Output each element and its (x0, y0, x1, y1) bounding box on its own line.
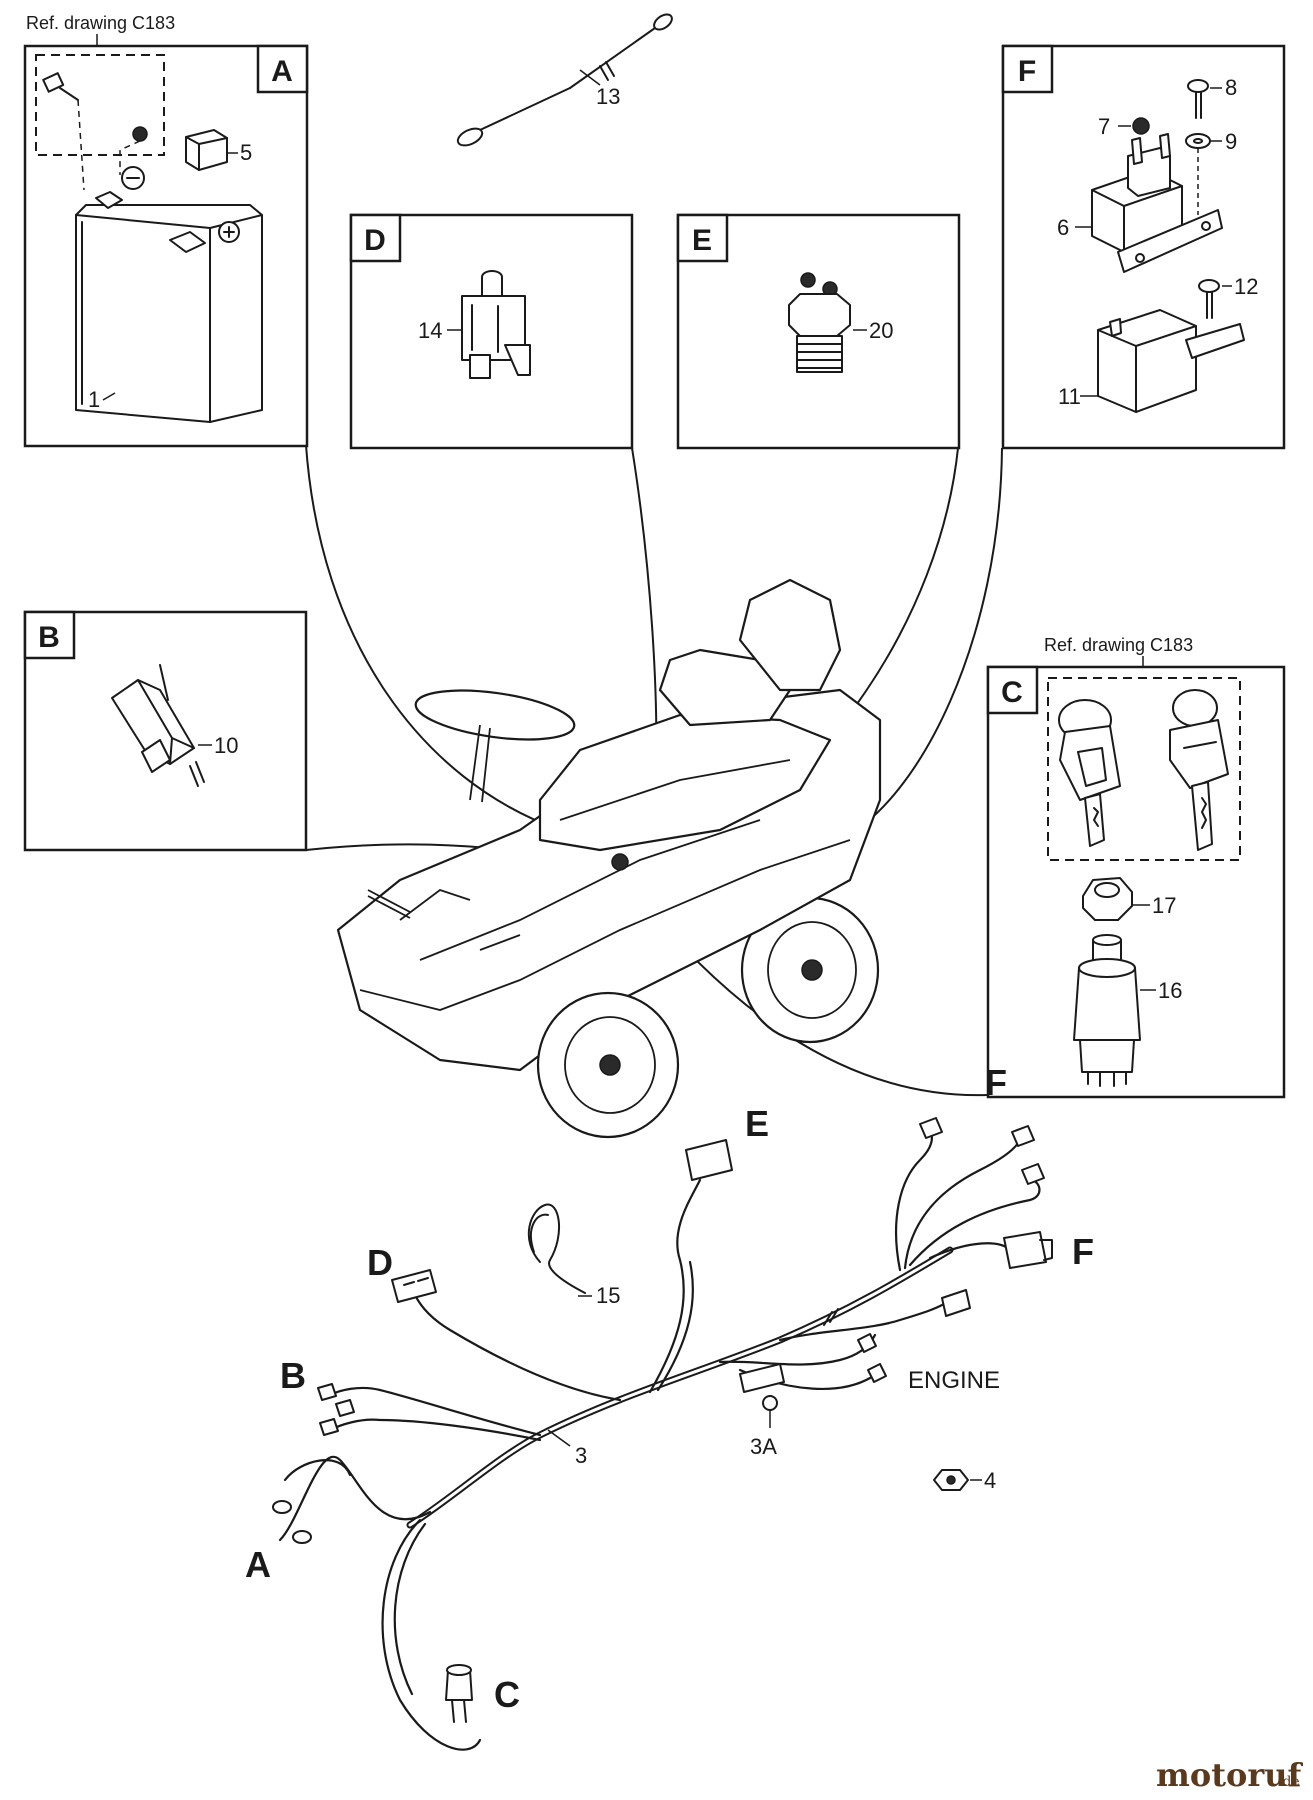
panel-e-letter-box (676, 213, 729, 263)
panel-b: B 10 (23, 610, 308, 852)
watermark-brand: motoruf (1156, 1756, 1303, 1794)
engine-label: ENGINE (908, 1367, 1000, 1394)
nut-4-icon (933, 1469, 969, 1491)
part-number-14: 14 (418, 318, 442, 343)
ring-terminal-a2-icon (292, 1530, 312, 1544)
part-number-16: 16 (1158, 978, 1182, 1003)
battery-bolt-icon (42, 72, 79, 101)
panel-c-dashed-group (1047, 677, 1241, 861)
callout-line-a (305, 444, 561, 831)
harness-label-e: E (745, 1103, 769, 1144)
panel-c-letter-box (986, 665, 1039, 715)
harness-switch-c-icon (445, 1664, 473, 1723)
wiring-harness: 3 3A A B C D E F F ENGINE (245, 1062, 1094, 1751)
panel-d-letter: D (364, 224, 386, 257)
part-number-9: 9 (1225, 129, 1237, 154)
panel-f: F 8 7 9 6 (1001, 44, 1286, 450)
part-number-12: 12 (1234, 274, 1258, 299)
panel-d-letter-box (349, 213, 402, 263)
harness-label-f-side: F (1072, 1231, 1094, 1272)
harness-number-3a: 3A (750, 1434, 777, 1459)
seat-switch-icon (461, 270, 531, 379)
part-number-8: 8 (1225, 75, 1237, 100)
screw-12-icon (1198, 279, 1220, 319)
part-number-13: 13 (596, 84, 620, 109)
part-number-15: 15 (596, 1283, 620, 1308)
panel-a-letter: A (271, 55, 293, 88)
harness-label-f-top: F (985, 1062, 1007, 1103)
ground-cable-13: 13 (456, 13, 673, 147)
battery-nut-icon (132, 126, 148, 142)
ignition-key-icon (1058, 699, 1121, 847)
panel-e-letter: E (692, 224, 712, 257)
part-number-1: 1 (88, 387, 100, 412)
harness-label-d: D (367, 1242, 393, 1283)
nut-7-icon (1132, 117, 1150, 135)
panel-f-letter: F (1018, 55, 1036, 88)
part-number-10: 10 (214, 733, 238, 758)
relay-icon (1097, 309, 1245, 413)
panel-c-ref-label: Ref. drawing C183 (1044, 635, 1193, 655)
part-number-20: 20 (869, 318, 893, 343)
panel-f-letter-box (1001, 44, 1054, 94)
watermark-suffix: .de (1278, 1774, 1300, 1790)
washer-9-icon (1185, 133, 1211, 149)
panel-e: E 20 (676, 213, 961, 450)
harness-number-3: 3 (575, 1443, 587, 1468)
harness-connector-d-icon (391, 1269, 437, 1303)
part-number-7: 7 (1098, 114, 1110, 139)
panel-d: D 14 (349, 213, 634, 450)
panel-b-letter-box (23, 610, 76, 660)
terminal-cover-icon (185, 129, 228, 171)
starter-solenoid-icon (1091, 133, 1223, 273)
panel-b-letter: B (38, 621, 60, 654)
panel-c-letter: C (1001, 676, 1023, 709)
riding-mower-illustration (336, 578, 882, 1139)
nut-17-icon (1082, 877, 1133, 921)
panel-a-ref-label: Ref. drawing C183 (26, 13, 175, 33)
harness-label-c: C (494, 1674, 520, 1715)
battery-icon (75, 166, 263, 423)
ignition-switch-icon (1073, 934, 1141, 1087)
panel-a-letter-box (256, 44, 309, 94)
cable-tie-icon (527, 1203, 586, 1294)
panel-a: Ref. drawing C183 A 5 (23, 13, 309, 448)
harness-label-b: B (280, 1355, 306, 1396)
panel-c: Ref. drawing C183 C 17 (986, 635, 1286, 1099)
harness-connector-f-icon (1003, 1231, 1047, 1269)
part-number-6: 6 (1057, 215, 1069, 240)
part-number-5: 5 (240, 140, 252, 165)
part-number-17: 17 (1152, 893, 1176, 918)
part-number-4: 4 (984, 1468, 996, 1493)
harness-connector-e-icon (685, 1139, 733, 1181)
oil-pressure-sensor-icon (788, 272, 851, 373)
harness-label-a: A (245, 1544, 271, 1585)
panel-a-dashed-group (35, 54, 165, 156)
spare-key-icon (1169, 689, 1229, 851)
pto-switch-icon (111, 664, 205, 787)
part-number-11: 11 (1058, 384, 1081, 409)
ring-terminal-a1-icon (272, 1500, 292, 1514)
motoruf-watermark: motoruf .de (1156, 1756, 1303, 1794)
screw-8-icon (1187, 79, 1209, 119)
